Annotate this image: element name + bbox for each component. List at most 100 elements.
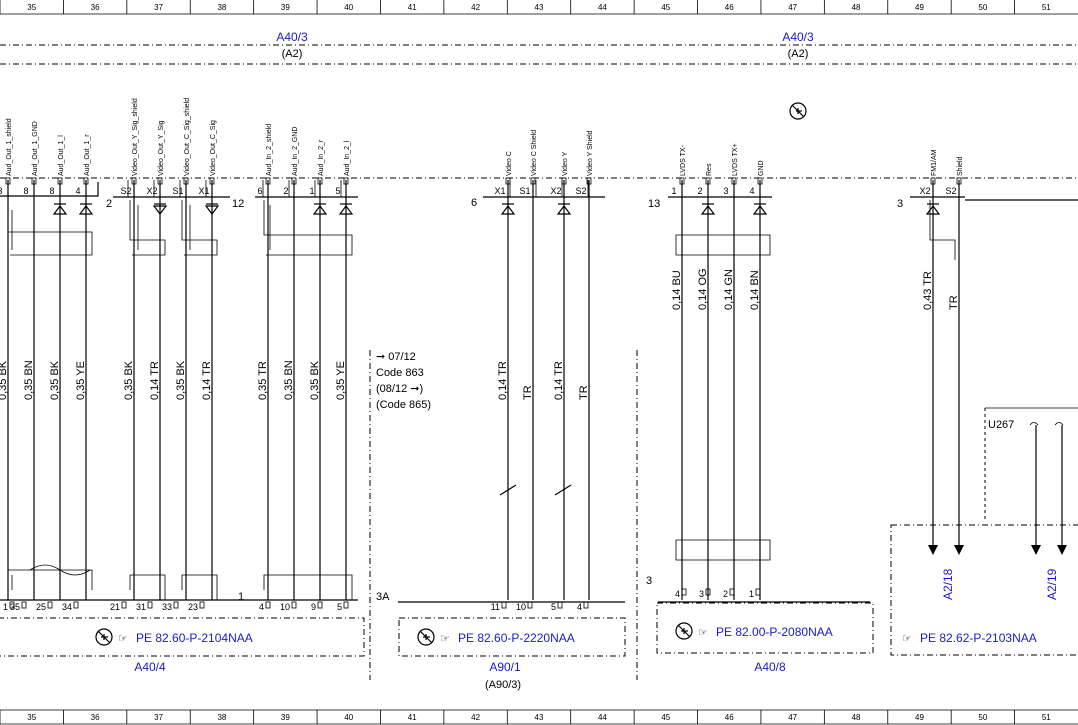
- bottom-pin-number: 2: [723, 589, 728, 599]
- signal-name: Aud_Out_1_GND: [32, 121, 39, 176]
- ruler-col-51: 51: [1042, 3, 1051, 12]
- ref-link-a90_1[interactable]: PE 82.60-P-2220NAA: [458, 631, 575, 645]
- bottom-pin-number: 9: [311, 602, 316, 612]
- wire-spec: 0,35 YE: [335, 361, 347, 400]
- harness-left-title[interactable]: A40/3: [276, 30, 308, 44]
- top-pin-number: 5: [335, 186, 340, 196]
- wire-spec: TR: [578, 385, 590, 400]
- bottom-pin-number: 11: [491, 602, 500, 612]
- bottom-pin-number: 35: [10, 602, 20, 612]
- ruler-col-35: 35: [27, 713, 36, 722]
- bottom-pin-number: 33: [162, 602, 172, 612]
- signal-name: Video Y: [562, 151, 569, 176]
- connector-label-6: 6: [471, 197, 477, 209]
- signal-name: Aud_Out_1_r: [84, 134, 91, 176]
- ruler-col-40: 40: [344, 3, 353, 12]
- wire-spec: 0,35 BK: [49, 360, 61, 400]
- signal-name: Aud_In_2_l: [344, 140, 351, 176]
- component-a90-1[interactable]: A90/1: [489, 660, 521, 674]
- u267-label: U267: [988, 419, 1014, 431]
- signal-name: Res: [706, 163, 713, 176]
- signal-name: Aud_In_2_r: [318, 139, 325, 176]
- ground-symbol-icon: [789, 102, 807, 120]
- ref-link-a40_4[interactable]: PE 82.60-P-2104NAA: [136, 631, 253, 645]
- ruler-col-50: 50: [978, 713, 987, 722]
- signal-name: Aud_In_2_shield: [266, 124, 273, 176]
- signal-arrow-icon: [78, 205, 94, 215]
- wire-spec: 0,14 BU: [671, 270, 683, 310]
- wire-spec: 0,35 BN: [283, 360, 295, 400]
- bottom-pin-number: 1: [3, 602, 8, 612]
- note-line1: ➞ 07/12: [376, 351, 416, 363]
- top-pin-number: 8: [23, 186, 28, 196]
- hand-pointer-icon: ☞: [440, 633, 450, 645]
- ref-link-a40_8[interactable]: PE 82.00-P-2080NAA: [716, 625, 833, 639]
- top-pin-number: X2: [919, 186, 930, 196]
- connector-label-1: 1: [238, 591, 244, 603]
- bottom-pin-number: 25: [36, 602, 46, 612]
- arrowheads-a2: [928, 545, 1067, 555]
- component-a2-18[interactable]: A2/18: [941, 568, 955, 600]
- top-pin-number: 3: [0, 186, 3, 196]
- top-pin-number: X1: [494, 186, 505, 196]
- ruler-col-44: 44: [598, 713, 607, 722]
- harness-left-sub: (A2): [282, 48, 303, 60]
- ground-symbol-icon: [95, 628, 113, 646]
- bottom-pin-number: 5: [337, 602, 342, 612]
- bottom-pin-number: 1: [749, 589, 754, 599]
- ruler-col-43: 43: [535, 713, 544, 722]
- wire-spec: 0,14 GN: [723, 269, 735, 310]
- top-pin-number: X2: [550, 186, 561, 196]
- ruler-col-42: 42: [471, 3, 480, 12]
- component-a40-8[interactable]: A40/8: [754, 660, 786, 674]
- ruler-col-41: 41: [408, 713, 417, 722]
- signal-arrow-icon: [52, 205, 68, 215]
- signal-name: Video_Out_C_Sig: [210, 120, 217, 176]
- wire-spec: 0,35 YE: [75, 361, 87, 400]
- signal-arrow-icon: [700, 205, 716, 215]
- bottom-pin-number: 34: [62, 602, 72, 612]
- component-a2-19[interactable]: A2/19: [1045, 568, 1059, 600]
- note-line3: (08/12 ➞): [376, 383, 423, 395]
- wire-spec: 0,14 TR: [497, 361, 509, 400]
- top-pin-number: 6: [257, 186, 262, 196]
- top-pin-number: 1: [309, 186, 314, 196]
- top-pin-number: X2: [146, 186, 157, 196]
- wire-spec: 0,35 BK: [0, 360, 9, 400]
- signal-name: Aud_Out_1_shield: [6, 118, 13, 176]
- top-pin-number: 4: [749, 186, 754, 196]
- top-pin-number: 1: [671, 186, 676, 196]
- ruler-col-46: 46: [725, 3, 734, 12]
- top-pin-number: 3: [723, 186, 728, 196]
- connector-label-2: 2: [106, 198, 112, 210]
- ruler-col-47: 47: [788, 713, 797, 722]
- wire-spec: 0,35 BK: [123, 360, 135, 400]
- ruler-col-36: 36: [91, 3, 100, 12]
- bottom-pin-number: 4: [675, 589, 680, 599]
- connector-label-3A: 3A: [376, 591, 390, 603]
- ruler-col-44: 44: [598, 3, 607, 12]
- top-pin-number: S2: [120, 186, 131, 196]
- wires: [7, 180, 960, 600]
- ruler-col-41: 41: [408, 3, 417, 12]
- ruler-col-36: 36: [91, 713, 100, 722]
- top-pin-number: 4: [75, 186, 80, 196]
- signal-name: Shield: [957, 156, 964, 176]
- bottom-pin-number: 5: [551, 602, 556, 612]
- signal-name: LVDS TX-: [680, 144, 687, 176]
- ruler-col-37: 37: [154, 3, 163, 12]
- harness-right-title[interactable]: A40/3: [782, 30, 814, 44]
- wire-spec: 0,35 BK: [175, 360, 187, 400]
- signal-name: GND: [758, 160, 765, 176]
- ruler-col-38: 38: [217, 3, 226, 12]
- component-a40-4[interactable]: A40/4: [134, 660, 166, 674]
- top-pin-number: S2: [945, 186, 956, 196]
- top-pin-number: S1: [519, 186, 530, 196]
- ruler-col-48: 48: [852, 713, 861, 722]
- hand-pointer-icon: ☞: [698, 627, 708, 639]
- top-pin-number: S1: [172, 186, 183, 196]
- bottom-pin-number: 23: [188, 602, 198, 612]
- wire-spec: 0,14 TR: [149, 361, 161, 400]
- ref-link-a2[interactable]: PE 82.62-P-2103NAA: [920, 631, 1037, 645]
